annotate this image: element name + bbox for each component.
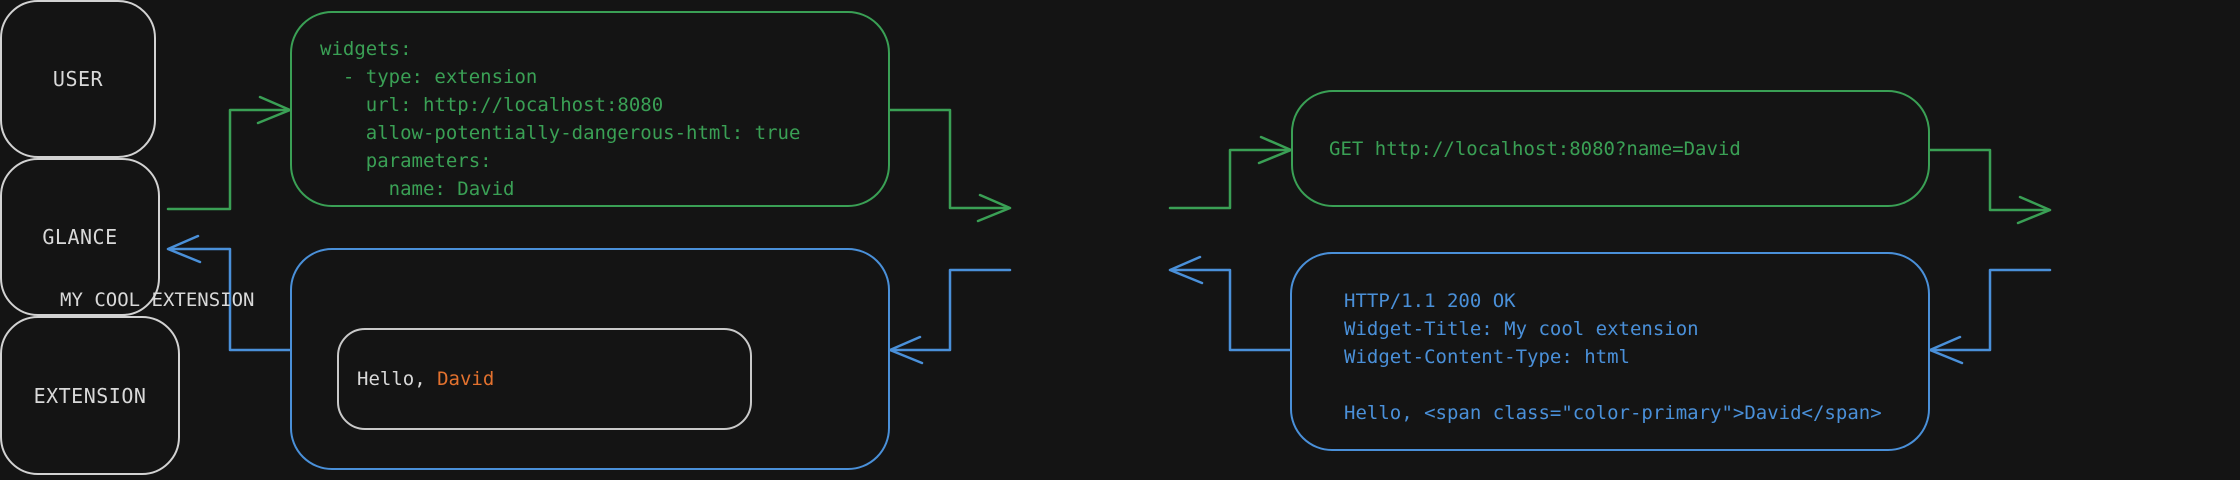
arrow-glance-to-request [1168,135,1293,210]
http-request-line: GET http://localhost:8080?name=David [1329,137,1741,160]
user-node: USER [0,0,156,158]
config-yaml-box: widgets: - type: extension url: http://l… [290,11,890,207]
glance-node-label: GLANCE [42,225,118,249]
glance-node: GLANCE [0,158,160,316]
arrow-config-to-glance [888,108,1012,223]
http-response-line: Hello, <span class="color-primary">David… [1344,401,1882,424]
arrow-glance-to-widget [888,268,1012,365]
config-yaml-line: name: David [320,178,515,200]
widget-preview-box [290,248,890,470]
extension-node-label: EXTENSION [33,383,147,408]
config-yaml-line: parameters: [320,150,492,172]
arrow-widget-to-user [166,234,292,352]
widget-inner-card: Hello, David [337,328,752,430]
user-node-label: USER [52,67,104,91]
extension-node: EXTENSION [0,316,180,475]
config-yaml-line: url: http://localhost:8080 [320,94,664,116]
http-response-line: Widget-Title: My cool extension [1344,317,1699,340]
arrow-user-to-config [166,95,292,211]
greeting-text: Hello, [357,368,438,390]
config-yaml-line: widgets: [320,38,412,60]
widget-title: MY COOL EXTENSION [60,289,255,311]
arrow-request-to-extension [1928,148,2052,225]
http-response-box: HTTP/1.1 200 OK Widget-Title: My cool ex… [1290,252,1930,451]
http-response-line: HTTP/1.1 200 OK [1344,289,1516,312]
config-yaml-line: - type: extension [320,66,538,88]
http-response-line: Widget-Content-Type: html [1344,345,1630,368]
http-response-line [1344,371,1918,399]
arrow-response-to-glance [1168,255,1292,352]
http-request-box: GET http://localhost:8080?name=David [1291,90,1930,207]
arrow-extension-to-response [1928,268,2052,365]
config-yaml-line: allow-potentially-dangerous-html: true [320,122,801,144]
greeting-name: David [437,368,495,390]
